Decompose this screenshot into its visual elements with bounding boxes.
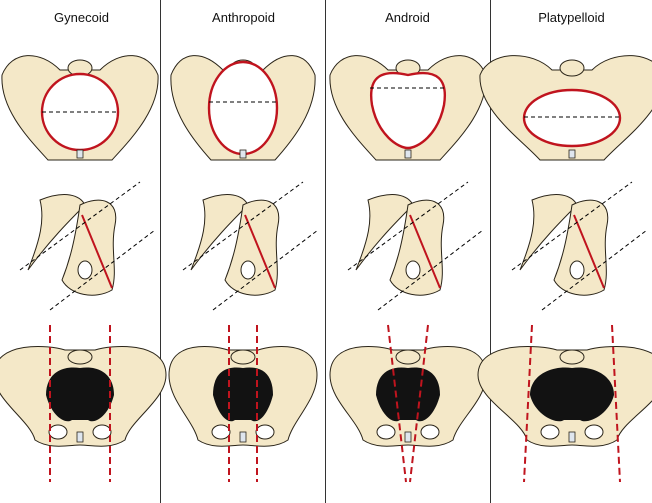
pelvic-cavity [530, 367, 614, 422]
sidewall-line-left [523, 324, 533, 483]
inlet-plane-line [182, 181, 304, 271]
pubic-symphysis [239, 431, 247, 443]
sacrum-icon [559, 349, 585, 365]
obturator-foramen [255, 424, 275, 440]
conjugate-line [573, 214, 605, 289]
hip-bone-side-view [389, 199, 445, 296]
pelvic-inlet-outline [207, 60, 279, 156]
sacrum-icon [395, 349, 421, 365]
pubic-symphysis [76, 149, 84, 159]
obturator-foramen [211, 424, 231, 440]
outlet-plane-line [49, 229, 156, 311]
pelvic-inlet-outline [369, 71, 447, 150]
conjugate-line [244, 214, 276, 289]
pelvic-cavity [376, 367, 440, 422]
sacrum-side-view [27, 194, 86, 271]
sacrum-icon [67, 349, 93, 365]
obturator-foramen [92, 424, 112, 440]
title-anthropoid: Anthropoid [212, 10, 275, 25]
sidewall-line-right [611, 324, 621, 483]
obturator-foramen [569, 260, 585, 280]
obturator-foramen [420, 424, 440, 440]
sidewall-line-left [387, 324, 407, 483]
obturator-foramen [77, 260, 93, 280]
inlet-plane-line [19, 181, 141, 271]
sacrum-icon [559, 59, 585, 77]
title-platypelloid: Platypelloid [538, 10, 605, 25]
sacrum-icon [230, 349, 256, 365]
obturator-foramen [240, 260, 256, 280]
conjugate-line [409, 214, 441, 289]
pubic-symphysis [568, 149, 576, 159]
column-divider [160, 0, 161, 503]
obturator-foramen [405, 260, 421, 280]
pelvic-cavity [46, 367, 114, 422]
outlet-plane-line [541, 229, 648, 311]
outlet-plane-line [212, 229, 319, 311]
obturator-foramen [584, 424, 604, 440]
pelvic-cavity [213, 367, 273, 422]
sidewall-line-right [409, 324, 429, 483]
obturator-foramen [48, 424, 68, 440]
inlet-plane-line [347, 181, 469, 271]
obturator-foramen [376, 424, 396, 440]
hip-bone-side-view [553, 199, 609, 296]
pelvic-inlet-outline [522, 88, 622, 148]
column-divider [490, 0, 491, 503]
sacrum-side-view [519, 194, 578, 271]
pubic-symphysis [404, 431, 412, 443]
inlet-plane-line [511, 181, 633, 271]
pubic-symphysis [239, 149, 247, 159]
pubic-symphysis [568, 431, 576, 443]
title-android: Android [385, 10, 430, 25]
pubic-symphysis [404, 149, 412, 159]
obturator-foramen [540, 424, 560, 440]
hip-bone-side-view [61, 199, 117, 296]
sacrum-side-view [355, 194, 414, 271]
outlet-plane-line [377, 229, 484, 311]
pubic-symphysis [76, 431, 84, 443]
title-gynecoid: Gynecoid [54, 10, 109, 25]
hip-bone-side-view [224, 199, 280, 296]
conjugate-line [81, 214, 113, 289]
sacrum-side-view [190, 194, 249, 271]
column-divider [325, 0, 326, 503]
